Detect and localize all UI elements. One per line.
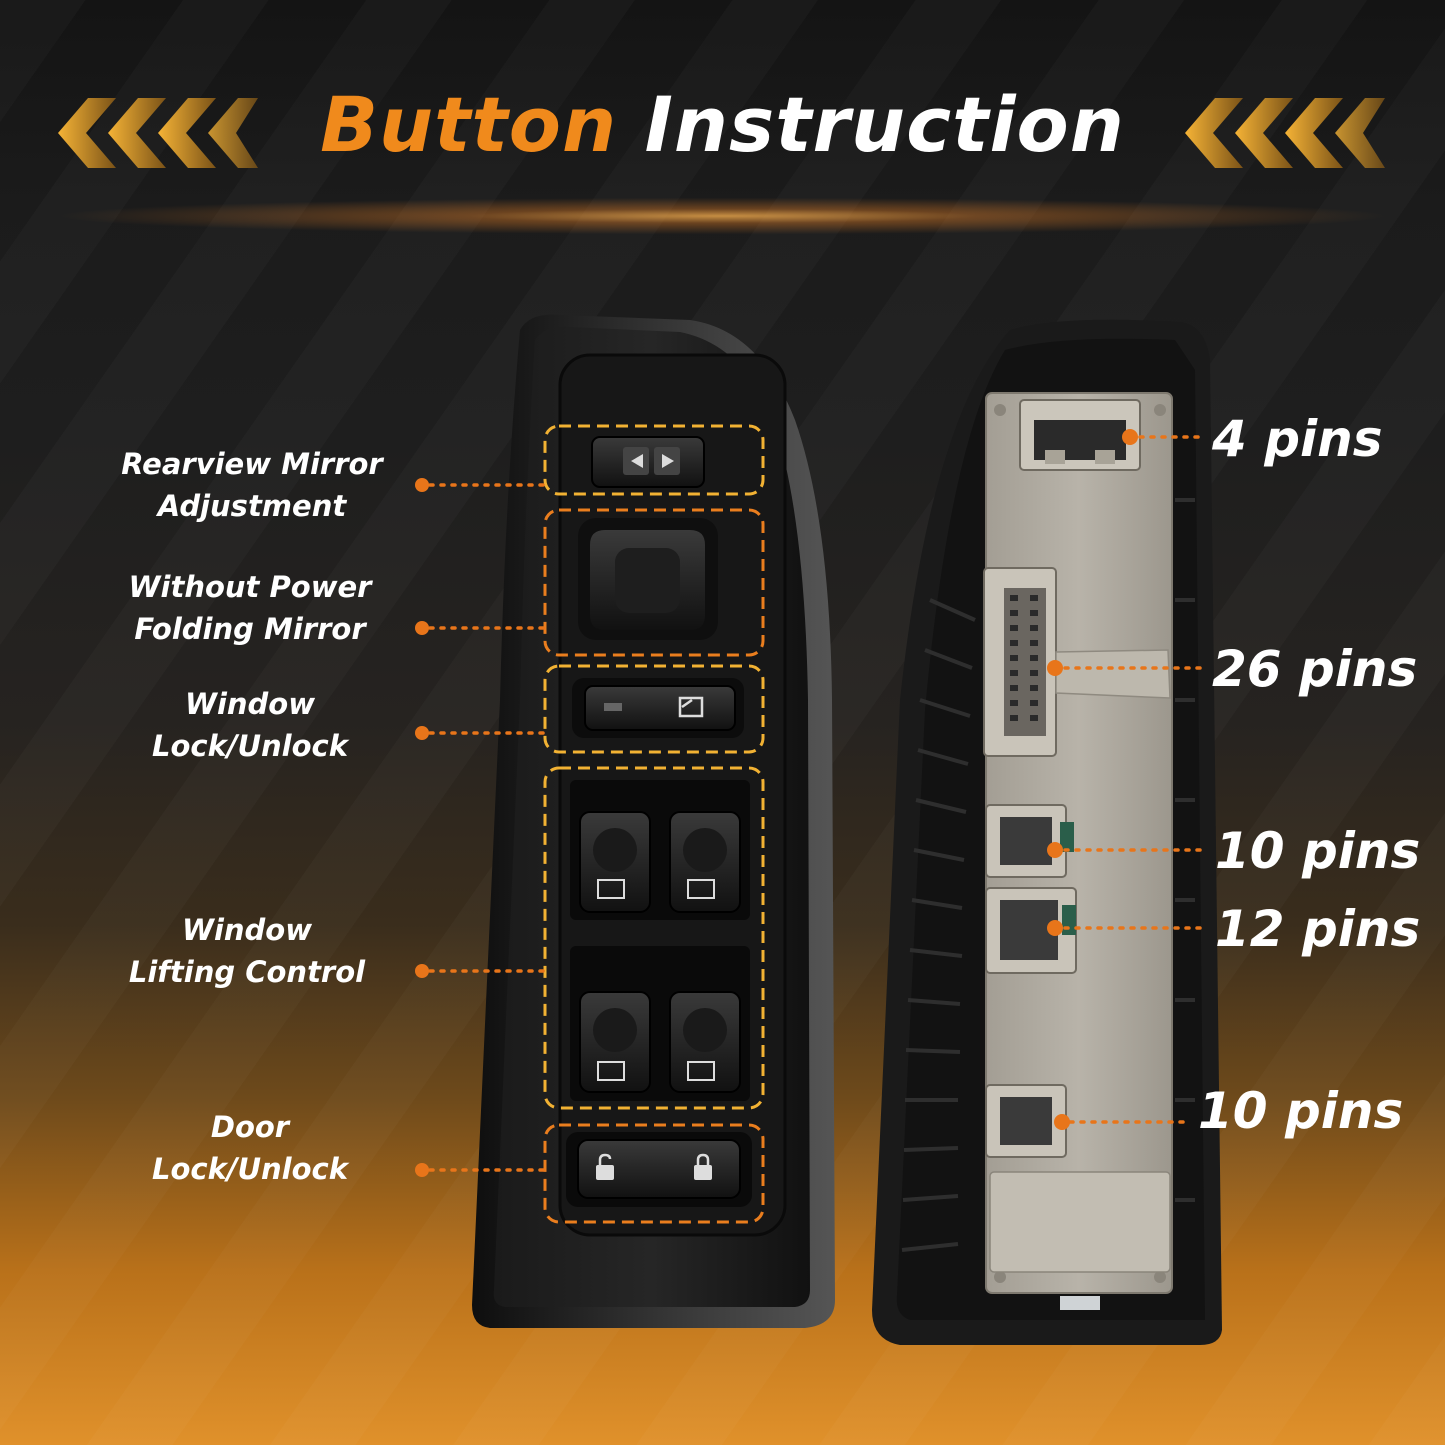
label-line: Lock/Unlock [151,729,348,763]
title-glow-line [0,196,1445,236]
arrow-right-icon [662,454,674,468]
connector-26pin [983,567,1057,757]
label-line: Without Power [128,570,372,604]
pins-label-10b: 10 pins [1198,1082,1404,1140]
pins-label-26: 26 pins [1212,640,1418,698]
label-line: Lifting Control [128,955,366,989]
label-line: Window [181,913,313,947]
label-line: Lock/Unlock [151,1152,348,1186]
right-chevrons-icon [1185,98,1385,168]
connector-10pin-b [985,1084,1067,1158]
label-line: Adjustment [157,489,347,523]
left-chevrons-icon [58,98,258,168]
arrow-left-icon [631,454,643,468]
window-icon [678,696,704,718]
pins-label-12: 12 pins [1215,900,1421,958]
label-door-lock: Door Lock/Unlock [80,1106,420,1190]
pins-label-10a: 10 pins [1215,822,1421,880]
lock-icon [694,1153,712,1180]
label-line: Folding Mirror [134,612,366,646]
connector-12pin [985,887,1077,974]
label-rearview-mirror: Rearview Mirror Adjustment [82,443,422,527]
title-word-1: Button [320,80,618,169]
label-window-lock: Window Lock/Unlock [80,683,420,767]
label-line: Rearview Mirror [121,447,383,481]
label-folding-mirror: Without Power Folding Mirror [80,566,420,650]
connector-4pin [1019,399,1141,471]
label-line: Window [184,687,316,721]
title-word-2: Instruction [644,80,1125,169]
unlock-icon [596,1153,614,1180]
label-line: Door [210,1110,290,1144]
pins-label-4: 4 pins [1212,410,1383,468]
back-panel [872,319,1222,1346]
label-window-lifting: Window Lifting Control [77,909,417,993]
front-panel [415,314,835,1329]
page-title: Button Instruction [0,80,1445,169]
connector-10pin-a [985,804,1074,878]
